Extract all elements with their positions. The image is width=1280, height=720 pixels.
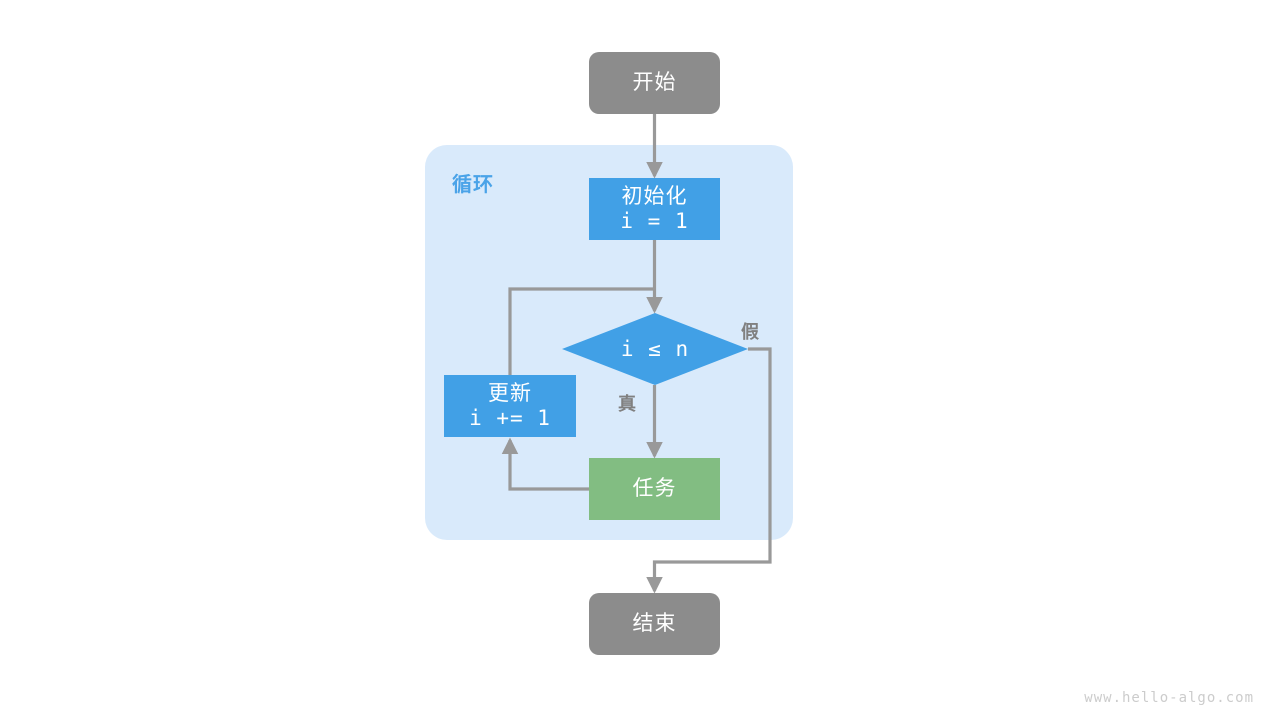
node-end-label: 结束 [632,611,677,635]
edge-update-to-decision [508,287,655,375]
node-decision-label: i ≤ n [620,336,690,361]
edge-task-to-update [501,437,589,491]
node-start[interactable]: 开始 [589,52,720,114]
node-initialize-label: 初始化 [621,184,688,208]
node-start-label: 开始 [632,70,677,94]
loop-container-label: 循环 [452,174,494,196]
node-task-label: 任务 [632,476,677,500]
edge-label-true: 真 [618,394,637,414]
node-update-code: i += 1 [469,406,551,430]
node-update[interactable]: 更新 i += 1 [444,375,576,437]
edge-decision-false-to-end [646,347,772,594]
watermark: www.hello-algo.com [1084,690,1254,706]
node-update-label: 更新 [488,381,532,405]
node-task[interactable]: 任务 [589,458,720,520]
node-end[interactable]: 结束 [589,593,720,655]
node-initialize[interactable]: 初始化 i = 1 [589,178,720,240]
edge-label-false: 假 [741,322,760,342]
node-initialize-code: i = 1 [620,209,689,233]
